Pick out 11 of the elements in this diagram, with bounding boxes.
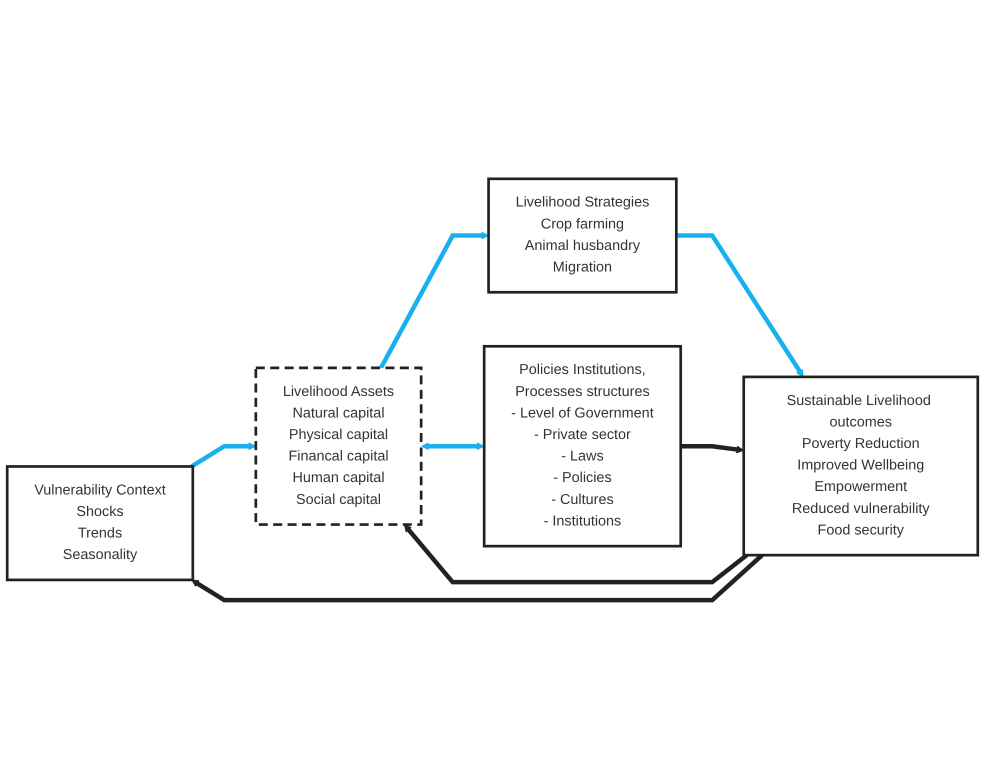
arrow bbox=[378, 232, 489, 369]
node-box: Vulnerability Context Shocks Trends Seasonality bbox=[6, 465, 194, 582]
node-box: Livelihood Strategies Crop farming Animal husbandry Migration bbox=[487, 177, 678, 294]
node-box: Policies Institutions, Processes structures - Level of Government - Private sector - Laws - Policies - Cultures - Institutions bbox=[482, 344, 682, 548]
arrow bbox=[190, 442, 256, 468]
node-box: Sustainable Livelihood outcomes Poverty Reduction Improved Wellbeing Empowerment Reduced vulnerability Food security bbox=[742, 376, 980, 556]
arrow bbox=[421, 442, 485, 450]
arrow bbox=[404, 524, 748, 584]
arrow bbox=[676, 233, 804, 378]
arrow bbox=[680, 444, 744, 454]
node-box: Livelihood Assets Natural capital Physical capital Financal capital Human capital Social capital bbox=[254, 366, 422, 526]
